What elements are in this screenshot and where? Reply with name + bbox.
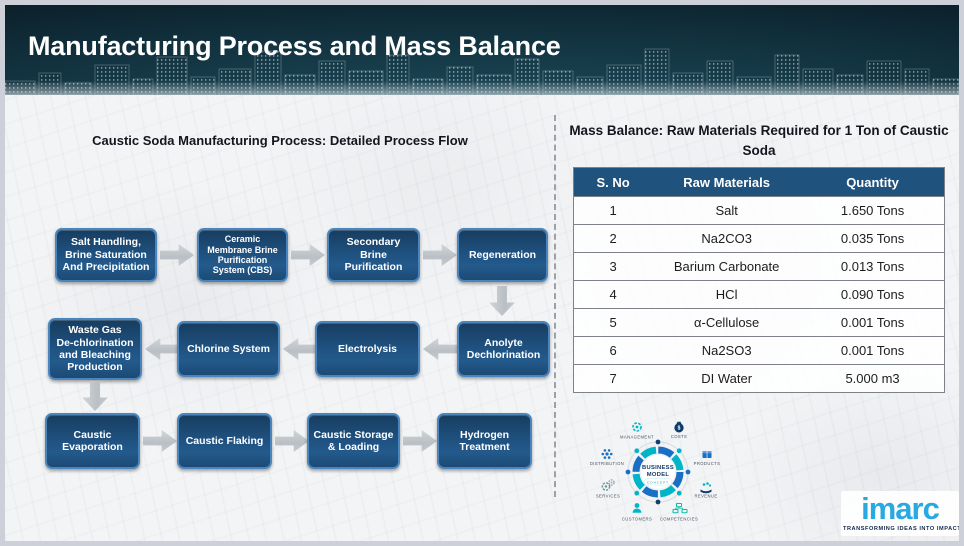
header-banner: Manufacturing Process and Mass Balance xyxy=(5,5,959,95)
flow-box-regeneration: Regeneration xyxy=(457,228,548,282)
mass-balance-title: Mass Balance: Raw Materials Required for… xyxy=(569,123,949,158)
page-title: Manufacturing Process and Mass Balance xyxy=(28,31,561,61)
customers-icon xyxy=(632,503,642,513)
table-cell: 0.035 Tons xyxy=(840,231,905,246)
table-cell: 0.090 Tons xyxy=(840,287,905,302)
business-model-label: PRODUCTS xyxy=(694,461,721,466)
svg-text:$: $ xyxy=(678,426,681,432)
business-model-graphic: BUSINESS MODEL CONCEPT $ xyxy=(590,421,721,522)
arrow-right-icon xyxy=(275,429,309,453)
table-row: 5 α-Cellulose 0.001 Tons xyxy=(573,309,945,337)
content-area: Caustic Soda Manufacturing Process: Deta… xyxy=(5,95,959,541)
arrow-down-icon xyxy=(489,286,515,316)
business-model-label: COMPETENCIES xyxy=(660,517,698,522)
table-cell: DI Water xyxy=(701,371,753,386)
table-cell: 2 xyxy=(609,231,617,246)
business-model-label: REVENUE xyxy=(694,494,717,499)
arrow-right-icon xyxy=(160,243,194,267)
flow-box-electrolysis: Electrolysis xyxy=(315,321,420,377)
logo-wordmark: imarc xyxy=(861,491,940,526)
table-cell: 4 xyxy=(609,287,617,302)
table-cell: 0.013 Tons xyxy=(840,259,905,274)
table-header-cell: S. No xyxy=(573,167,653,197)
arrow-left-icon xyxy=(145,337,179,361)
arrow-right-icon xyxy=(403,429,437,453)
vertical-divider xyxy=(554,115,556,497)
table-cell: 5 xyxy=(609,315,617,330)
table-cell: Barium Carbonate xyxy=(673,259,780,274)
table-cell: 0.001 Tons xyxy=(840,315,905,330)
table-cell: 3 xyxy=(609,259,617,274)
imarc-logo: imarc TRANSFORMING IDEAS INTO IMPACT xyxy=(841,491,959,536)
business-model-label: DISTRIBUTION xyxy=(590,461,624,466)
business-model-label: SERVICES xyxy=(596,494,620,499)
table-row: 2 Na2CO3 0.035 Tons xyxy=(573,225,945,253)
flow-box-anolyte-dechlorination: Anolyte Dechlorination xyxy=(457,321,550,377)
table-header-row: S. No Raw Materials Quantity xyxy=(573,167,945,197)
logo-tagline: TRANSFORMING IDEAS INTO IMPACT xyxy=(843,525,962,532)
table-cell: 5.000 m3 xyxy=(845,371,900,386)
city-skyline-graphic xyxy=(5,48,959,95)
competencies-icon xyxy=(672,503,688,514)
ring-dots xyxy=(625,439,691,505)
table-row: 4 HCl 0.090 Tons xyxy=(573,281,945,309)
table-cell: Na2SO3 xyxy=(701,343,752,358)
table-row: 7 DI Water 5.000 m3 xyxy=(573,365,945,393)
svg-text:BUSINESS: BUSINESS xyxy=(642,465,674,471)
arrow-right-icon xyxy=(291,243,325,267)
arrow-right-icon xyxy=(143,429,177,453)
table-row: 3 Barium Carbonate 0.013 Tons xyxy=(573,253,945,281)
arrow-left-icon xyxy=(283,337,317,361)
business-model-label: CUSTOMERS xyxy=(622,517,652,522)
costs-icon: $ xyxy=(674,421,684,433)
flow-box-ceramic-membrane-cbs: Ceramic Membrane Brine Purification Syst… xyxy=(197,228,288,282)
flow-box-hydrogen-treatment: Hydrogen Treatment xyxy=(437,413,532,469)
table-cell: 1 xyxy=(609,203,617,218)
flow-box-caustic-evaporation: Caustic Evaporation xyxy=(45,413,140,469)
table-cell: Na2CO3 xyxy=(701,231,752,246)
table-cell: Salt xyxy=(715,203,738,218)
table-cell: 6 xyxy=(609,343,617,358)
arrow-left-icon xyxy=(423,337,457,361)
table-row: 1 Salt 1.650 Tons xyxy=(573,197,945,225)
flow-box-waste-gas-dechlorination: Waste Gas De‑chlorination and Bleaching … xyxy=(48,318,142,380)
table-cell: HCl xyxy=(715,287,738,302)
distribution-icon xyxy=(601,449,613,459)
flow-box-caustic-storage-loading: Caustic Storage & Loading xyxy=(307,413,400,469)
services-icon xyxy=(601,479,615,491)
flow-box-secondary-brine-purification: Secondary Brine Purification xyxy=(327,228,420,282)
flow-box-caustic-flaking: Caustic Flaking xyxy=(177,413,272,469)
business-model-label: MANAGEMENT xyxy=(620,435,654,440)
products-icon xyxy=(702,451,712,458)
process-flow-title: Caustic Soda Manufacturing Process: Deta… xyxy=(92,133,468,148)
table-cell: α-Cellulose xyxy=(693,315,760,330)
arrow-right-icon xyxy=(423,243,457,267)
management-icon xyxy=(632,422,642,432)
svg-text:CONCEPT: CONCEPT xyxy=(647,480,669,484)
flow-box-salt-handling: Salt Handling, Brine Saturation And Prec… xyxy=(55,228,157,282)
flow-box-chlorine-system: Chlorine System xyxy=(177,321,280,377)
mass-balance-table-body: 1 Salt 1.650 Tons 2 Na2CO3 0.035 Tons 3 Barium … xyxy=(573,197,945,393)
svg-text:MODEL: MODEL xyxy=(647,472,670,478)
arrow-down-icon xyxy=(82,381,108,411)
table-cell: 1.650 Tons xyxy=(840,203,905,218)
mass-balance-table: S. No Raw Materials Quantity 1 Salt 1.650 … xyxy=(573,167,945,393)
business-model-center: BUSINESS MODEL CONCEPT xyxy=(642,465,674,486)
table-row: 6 Na2SO3 0.001 Tons xyxy=(573,337,945,365)
table-header-cell: Quantity xyxy=(801,167,945,197)
table-cell: 7 xyxy=(609,371,617,386)
table-header-cell: Raw Materials xyxy=(652,167,802,197)
revenue-icon xyxy=(700,482,712,494)
table-cell: 0.001 Tons xyxy=(840,343,905,358)
business-model-label: COSTS xyxy=(671,434,687,439)
